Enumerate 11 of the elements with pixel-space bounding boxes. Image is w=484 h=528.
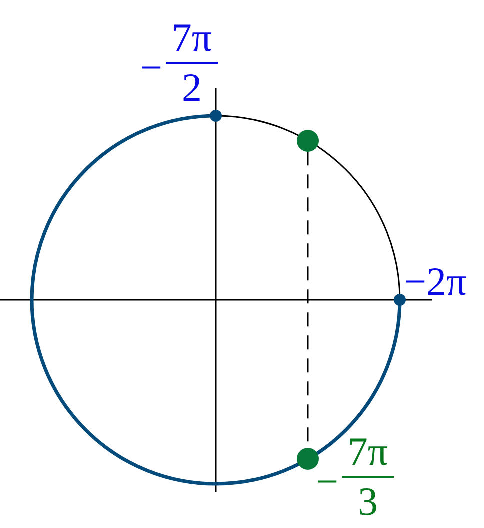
point-marker bbox=[210, 110, 222, 122]
minus-sign: − bbox=[316, 462, 339, 502]
point-marker bbox=[297, 130, 319, 152]
fraction-denominator: 2 bbox=[181, 68, 203, 108]
angle-label: −2π bbox=[404, 262, 467, 302]
fraction-numerator: 7π bbox=[342, 432, 394, 478]
fraction-denominator: 3 bbox=[357, 482, 379, 522]
point-marker bbox=[297, 448, 319, 470]
minus-sign: − bbox=[140, 48, 163, 88]
fraction-numerator: 7π bbox=[166, 18, 218, 64]
point-marker bbox=[394, 294, 406, 306]
